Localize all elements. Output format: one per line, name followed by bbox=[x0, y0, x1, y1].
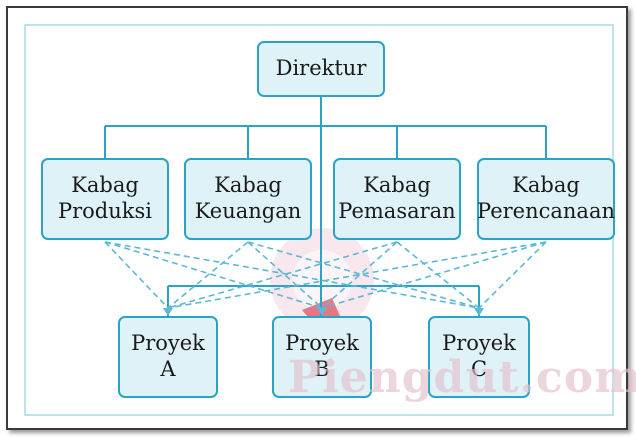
watermark-text: Piengdut.com bbox=[288, 352, 636, 403]
director-box: Direktur bbox=[257, 41, 385, 97]
project-box-a: Proyek A bbox=[118, 316, 218, 398]
matrix-line-0-1 bbox=[104, 241, 323, 309]
project-box-c: Proyek C bbox=[428, 316, 530, 398]
project-box-b: Proyek B bbox=[272, 316, 372, 398]
matrix-line-1-2 bbox=[247, 241, 480, 309]
matrix-line-0-0 bbox=[104, 241, 169, 309]
matrix-arrow-1 bbox=[317, 308, 327, 316]
matrix-line-0-2 bbox=[104, 241, 480, 309]
department-box-pemasaran: Kabag Pemasaran bbox=[333, 158, 461, 240]
department-box-perencanaan: Kabag Perencanaan bbox=[477, 158, 615, 240]
matrix-line-3-0 bbox=[167, 241, 547, 309]
matrix-line-1-1 bbox=[247, 241, 323, 309]
matrix-line-1-0 bbox=[167, 241, 249, 309]
matrix-line-2-1 bbox=[321, 241, 398, 309]
matrix-line-3-1 bbox=[321, 241, 547, 309]
matrix-arrow-2 bbox=[474, 308, 484, 316]
department-box-keuangan: Kabag Keuangan bbox=[184, 158, 312, 240]
matrix-line-3-2 bbox=[478, 241, 547, 309]
matrix-line-2-2 bbox=[396, 241, 480, 309]
department-box-produksi: Kabag Produksi bbox=[41, 158, 169, 240]
matrix-arrow-0 bbox=[163, 308, 173, 316]
